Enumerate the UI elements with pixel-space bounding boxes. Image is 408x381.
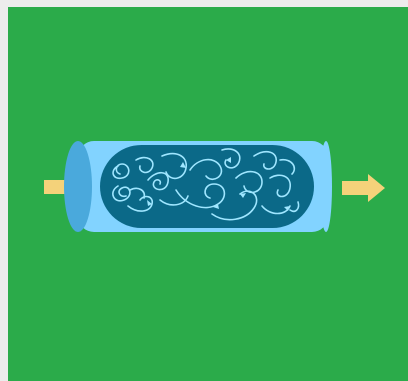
tube-left-end bbox=[64, 141, 92, 232]
tube-right-end bbox=[320, 141, 332, 232]
output-arrow-icon bbox=[342, 174, 385, 202]
